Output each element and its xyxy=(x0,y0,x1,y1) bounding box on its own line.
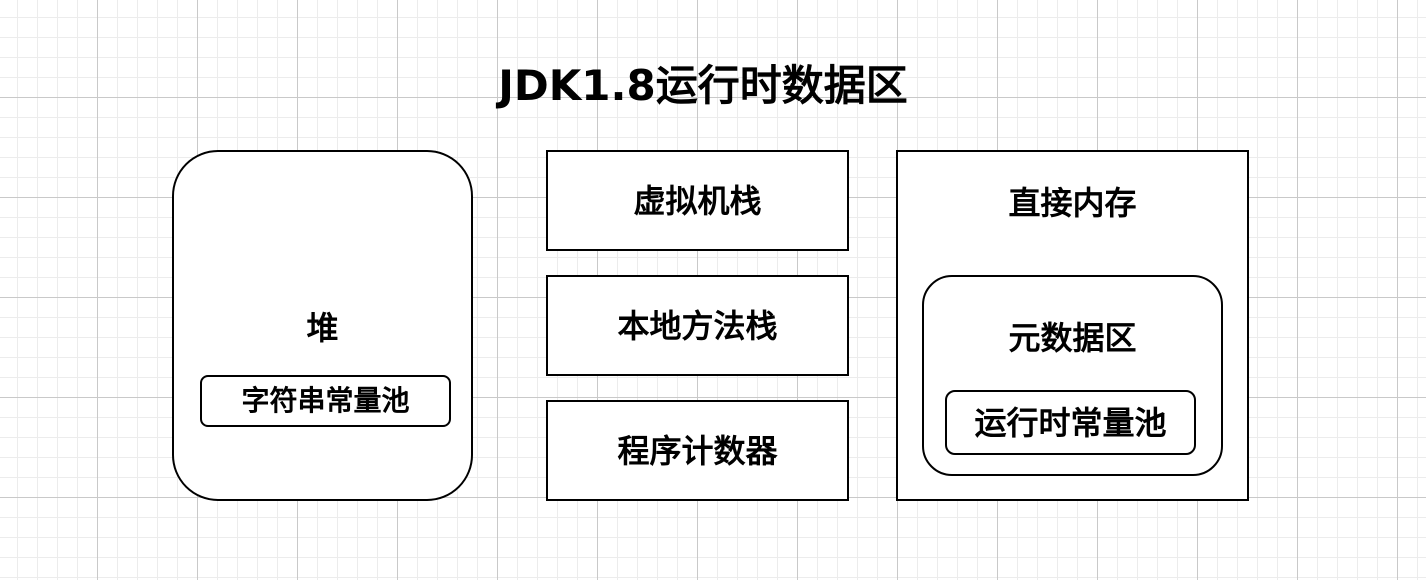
native-method-stack-label: 本地方法栈 xyxy=(617,307,778,345)
metaspace-label: 元数据区 xyxy=(1008,319,1137,357)
metaspace-box: 元数据区 运行时常量池 xyxy=(922,275,1223,476)
runtime-constant-pool-label: 运行时常量池 xyxy=(974,404,1167,442)
diagram-title: JDK1.8运行时数据区 xyxy=(498,61,908,110)
heap-label: 堆 xyxy=(306,309,339,347)
direct-memory-label: 直接内存 xyxy=(1008,184,1137,222)
heap-box: 堆 字符串常量池 xyxy=(172,150,473,501)
direct-memory-box: 直接内存 元数据区 运行时常量池 xyxy=(896,150,1249,501)
string-pool-label: 字符串常量池 xyxy=(241,384,410,417)
program-counter-label: 程序计数器 xyxy=(617,432,778,470)
runtime-constant-pool-box: 运行时常量池 xyxy=(945,390,1196,455)
vm-stack-box: 虚拟机栈 xyxy=(546,150,849,251)
native-method-stack-box: 本地方法栈 xyxy=(546,275,849,376)
string-pool-box: 字符串常量池 xyxy=(200,375,451,427)
program-counter-box: 程序计数器 xyxy=(546,400,849,501)
vm-stack-label: 虚拟机栈 xyxy=(633,182,762,220)
